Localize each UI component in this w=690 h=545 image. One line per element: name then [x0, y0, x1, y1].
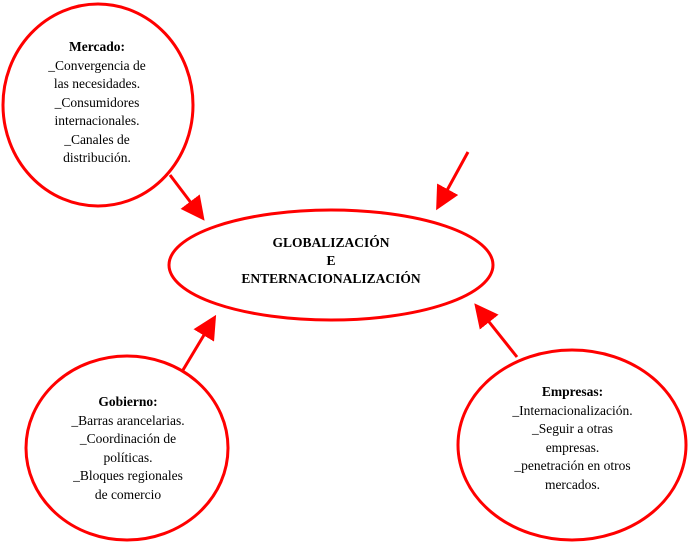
mercado-circle — [1, 2, 195, 208]
mercado-line: _Consumidores — [54, 94, 140, 110]
center-line-1: GLOBALIZACIÓN — [272, 235, 390, 250]
gobierno-title: Gobierno: — [98, 394, 158, 409]
center-ellipse — [167, 208, 495, 322]
empresas-circle — [456, 348, 688, 542]
empresas-node: Empresas: _Internacionalización. _Seguir… — [490, 383, 655, 494]
empresas-line: _Seguir a otras — [532, 421, 613, 436]
mercado-title: Mercado: — [69, 39, 125, 54]
center-label: GLOBALIZACIÓN E ENTERNACIONALIZACIÓN — [211, 234, 451, 288]
empresas-line: empresas. — [545, 439, 600, 455]
center-line-2: E — [326, 253, 336, 268]
empresas-line: _penetración en otros — [514, 458, 631, 473]
empresas-line: mercados. — [544, 476, 601, 492]
gobierno-line: _Barras arancelarias. — [71, 412, 185, 428]
gobierno-line: políticas. — [103, 449, 153, 465]
empresas-line: _Internacionalización. — [512, 402, 633, 418]
arrow-top-right-to-center — [436, 151, 470, 211]
mercado-line: internacionales. — [54, 113, 140, 128]
gobierno-line: de comercio — [94, 486, 162, 502]
mercado-line: _Convergencia de — [48, 57, 146, 73]
center-line-3: ENTERNACIONALIZACIÓN — [241, 271, 421, 286]
mercado-node: Mercado: _Convergencia de las necesidade… — [22, 38, 172, 168]
mercado-line: las necesidades. — [53, 76, 141, 91]
arrow-gobierno-to-center — [181, 314, 217, 371]
gobierno-line: _Bloques regionales — [73, 468, 183, 483]
mercado-line: distribución. — [63, 150, 131, 165]
mercado-line: _Canales de — [64, 131, 130, 147]
gobierno-circle — [24, 354, 230, 542]
empresas-title: Empresas: — [541, 384, 604, 399]
gobierno-node: Gobierno: _Barras arancelarias. _Coordin… — [48, 393, 208, 504]
gobierno-line: _Coordinación de — [79, 431, 177, 446]
arrow-empresas-to-center — [474, 303, 519, 358]
arrow-mercado-to-center — [168, 174, 205, 221]
